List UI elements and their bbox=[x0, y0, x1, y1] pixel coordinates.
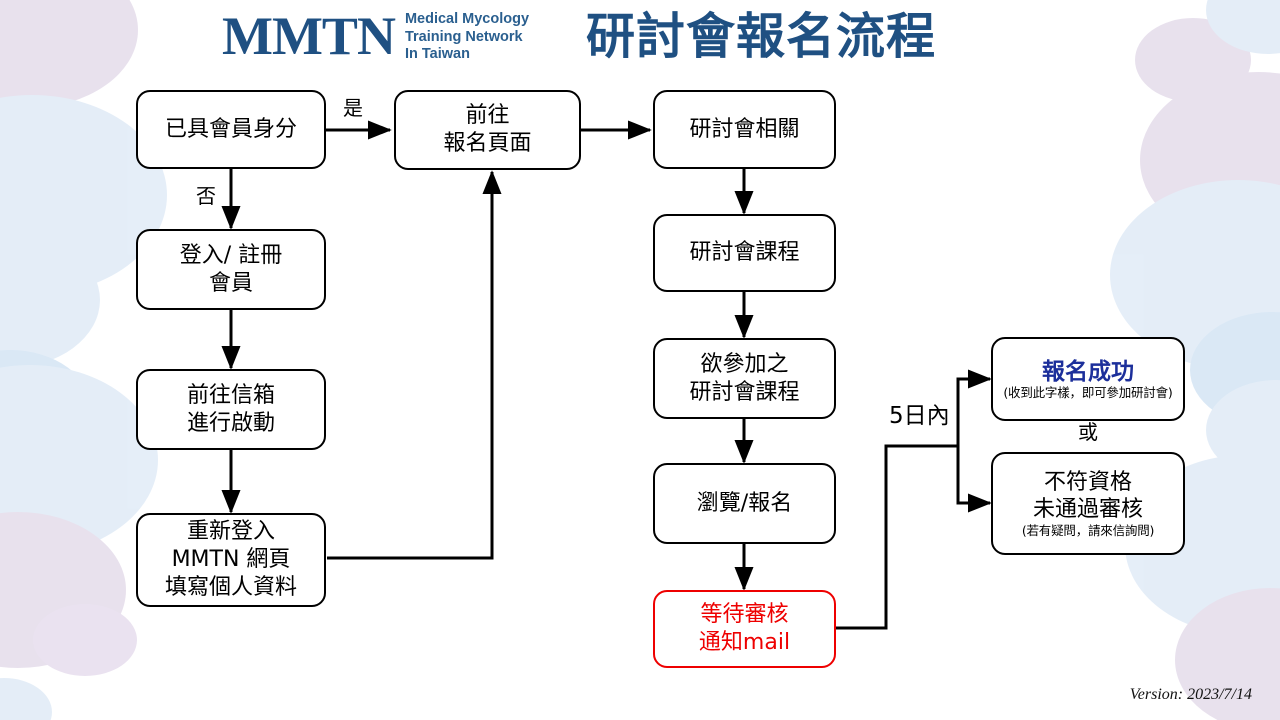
edge-relogin-to-signup bbox=[327, 170, 502, 560]
page-title: 研討會報名流程 bbox=[586, 8, 937, 65]
node-member-check-label: 已具會員身分 bbox=[164, 116, 297, 142]
node-seminar-courses-label: 研討會課程 bbox=[689, 240, 800, 265]
node-signup-rejected-line-1: 不符資格 bbox=[1043, 470, 1132, 495]
logo-tagline: Medical Mycology Training Network In Tai… bbox=[405, 11, 529, 64]
version-text: Version: 2023/7/14 bbox=[1129, 686, 1252, 703]
logo-tagline-line-2: Training Network bbox=[404, 28, 523, 45]
edge-label-no: 否 bbox=[196, 184, 216, 208]
edge-label-within-5-days: 5日內 bbox=[889, 403, 950, 429]
node-go-signup-page-label: 前往 報名頁面 bbox=[443, 103, 532, 156]
node-signup-success[interactable]: 報名成功 (收到此字樣，即可參加研討會) bbox=[991, 337, 1185, 421]
node-mailbox-activate-label: 前往信箱 進行啟動 bbox=[186, 382, 275, 436]
node-waiting-review[interactable]: 等待審核 通知mail bbox=[653, 590, 836, 668]
logo-wordmark: MMTN bbox=[222, 5, 396, 66]
node-seminar-related-label: 研討會相關 bbox=[689, 116, 800, 142]
edge-label-or: 或 bbox=[1078, 420, 1098, 444]
node-signup-rejected[interactable]: 不符資格 未通過審核 (若有疑問，請來信詢問) bbox=[991, 452, 1185, 555]
node-desired-courses[interactable]: 欲參加之 研討會課程 bbox=[653, 338, 836, 419]
node-signup-rejected-note: (若有疑問，請來信詢問) bbox=[1021, 523, 1155, 538]
node-waiting-review-label: 等待審核 通知mail bbox=[698, 602, 791, 655]
node-seminar-courses[interactable]: 研討會課程 bbox=[653, 214, 836, 292]
node-signup-rejected-line-2: 未通過審核 bbox=[1032, 497, 1143, 522]
logo-tagline-line-3: In Taiwan bbox=[404, 46, 470, 62]
node-go-signup-page[interactable]: 前往 報名頁面 bbox=[394, 90, 581, 170]
node-browse-signup-label: 瀏覽/報名 bbox=[696, 490, 793, 516]
node-signup-success-title: 報名成功 bbox=[1042, 358, 1134, 385]
mmtn-logo: MMTN Medical Mycology Training Network I… bbox=[222, 8, 529, 64]
node-login-register-label: 登入/ 註冊 會員 bbox=[179, 242, 283, 296]
node-signup-success-note: (收到此字樣，即可參加研討會) bbox=[1003, 384, 1173, 400]
node-relogin-profile[interactable]: 重新登入 MMTN 網頁 填寫個人資料 bbox=[136, 513, 326, 607]
logo-tagline-line-1: Medical Mycology bbox=[404, 11, 530, 27]
node-seminar-related[interactable]: 研討會相關 bbox=[653, 90, 836, 169]
edge-label-yes: 是 bbox=[343, 96, 363, 120]
node-browse-signup[interactable]: 瀏覽/報名 bbox=[653, 463, 836, 544]
node-login-register[interactable]: 登入/ 註冊 會員 bbox=[136, 229, 326, 310]
node-desired-courses-label: 欲參加之 研討會課程 bbox=[689, 351, 800, 405]
edge-waiting-to-split bbox=[836, 444, 958, 630]
edge-split-to-fail bbox=[956, 446, 992, 513]
edge-split-to-success bbox=[956, 369, 992, 446]
node-mailbox-activate[interactable]: 前往信箱 進行啟動 bbox=[136, 369, 326, 450]
node-relogin-profile-label: 重新登入 MMTN 網頁 填寫個人資料 bbox=[164, 519, 297, 600]
node-member-check[interactable]: 已具會員身分 bbox=[136, 90, 326, 169]
